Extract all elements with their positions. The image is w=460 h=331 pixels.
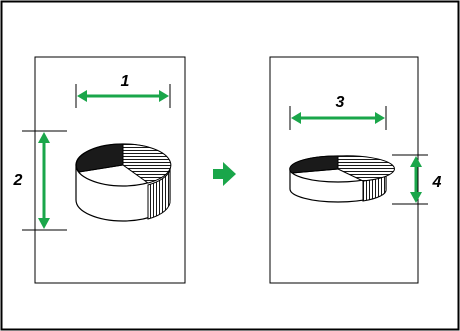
- label-original-width: 1: [121, 73, 130, 90]
- right-arrow-icon: [213, 162, 236, 186]
- label-reduced-width: 3: [336, 94, 345, 111]
- label-original-height: 2: [13, 172, 23, 189]
- reduced-pie-chart: [289, 155, 395, 203]
- original-pie-chart: [75, 143, 172, 222]
- original-width-dimension: [75, 84, 171, 108]
- reduced-height-dimension: [392, 154, 428, 205]
- label-reduced-height: 4: [432, 174, 442, 191]
- original-height-dimension: [22, 130, 67, 231]
- reduced-width-dimension: [289, 106, 387, 130]
